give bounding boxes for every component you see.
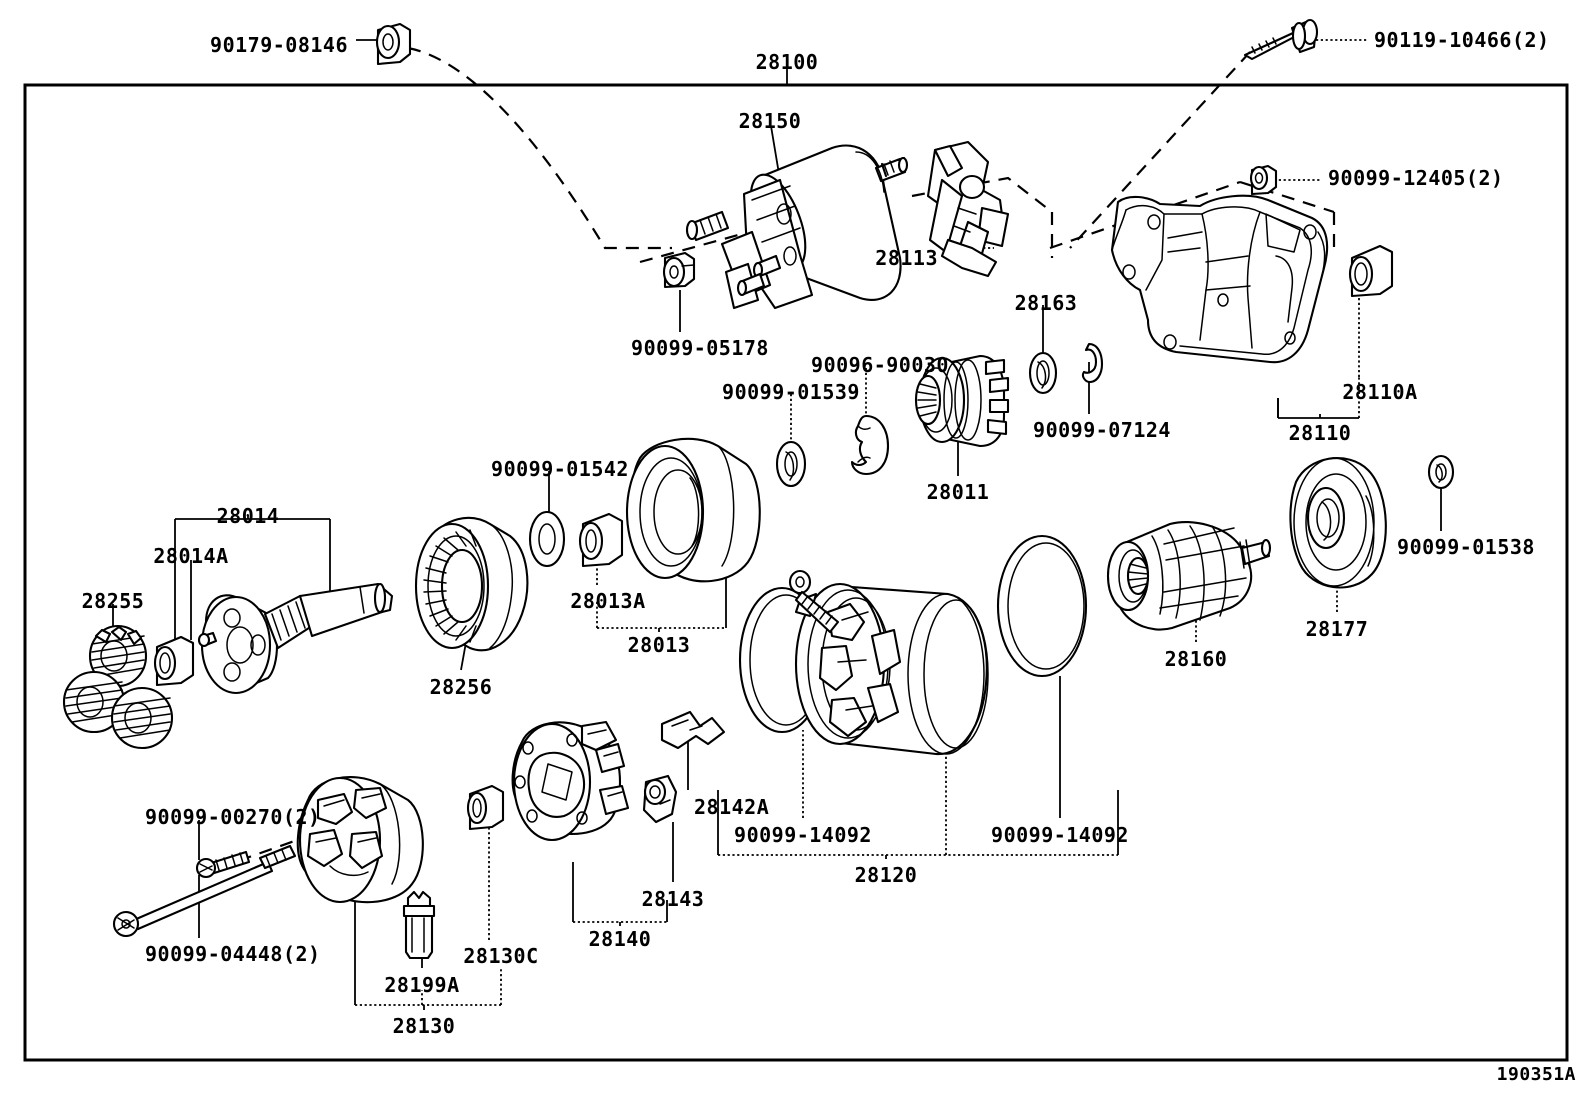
- part-28013A-bushing: [578, 512, 624, 568]
- label-28014A: 28014A: [153, 544, 229, 568]
- label-28256: 28256: [429, 675, 493, 699]
- part-90119-10466-bolt: [1243, 18, 1319, 61]
- part-28110A-bushing: [1348, 244, 1394, 298]
- part-28014A-bushing: [153, 635, 195, 687]
- label-28110: 28110: [1288, 421, 1352, 445]
- part-28177-end-cover: [1289, 457, 1387, 589]
- diagram-frame: [23, 83, 1569, 1062]
- label-28100: 28100: [755, 50, 819, 74]
- label-90099-12405: 90099-12405(2): [1328, 166, 1504, 190]
- label-90099-01539: 90099-01539: [722, 380, 860, 404]
- part-28150-magnetic-switch: [685, 144, 909, 310]
- label-28143: 28143: [641, 887, 705, 911]
- label-28130: 28130: [392, 1014, 456, 1038]
- part-90099-01542-washer: [528, 510, 566, 568]
- part-28120-field-frame: [788, 569, 989, 756]
- label-90119-10466: 90119-10466(2): [1374, 28, 1550, 52]
- label-90099-14092-right: 90099-14092: [991, 823, 1129, 847]
- label-28113: 28113: [875, 246, 938, 270]
- part-90099-00270-screw: [195, 850, 251, 879]
- part-28160-armature: [1106, 521, 1272, 631]
- label-28160: 28160: [1164, 647, 1228, 671]
- label-28013A: 28013A: [570, 589, 646, 613]
- part-90099-07124-snap-ring: [1081, 342, 1104, 384]
- part-28255-planetary-gears: [62, 624, 174, 750]
- label-28142A: 28142A: [694, 795, 770, 819]
- label-28140: 28140: [588, 927, 652, 951]
- part-28014-planetary-shaft: [197, 582, 394, 695]
- label-90099-05178: 90099-05178: [631, 336, 769, 360]
- label-28177: 28177: [1305, 617, 1369, 641]
- part-90099-12405-nut: [1249, 164, 1278, 196]
- label-90179-08146: 90179-08146: [210, 33, 348, 57]
- label-90099-04448: 90099-04448(2): [145, 942, 321, 966]
- label-90099-01538: 90099-01538: [1397, 535, 1535, 559]
- part-28140-brush-holder: [511, 720, 630, 842]
- diagram-id-code: 190351A: [1496, 1064, 1576, 1085]
- part-28142A-brush-spring: [660, 710, 726, 750]
- part-28130-end-frame: [296, 776, 424, 904]
- label-90099-14092-left: 90099-14092: [734, 823, 872, 847]
- part-28110-drive-housing: [1110, 194, 1329, 364]
- label-28014: 28014: [216, 504, 280, 528]
- part-28199A-terminal-insulator: [402, 890, 436, 960]
- part-28011-starter-clutch: [914, 354, 1010, 448]
- label-28163: 28163: [1014, 291, 1078, 315]
- part-28130C-bushing: [466, 784, 505, 831]
- label-90099-07124: 90099-07124: [1033, 418, 1171, 442]
- part-28013-gear-holder: [625, 437, 761, 583]
- part-90099-04448-through-bolt: [112, 844, 297, 938]
- part-90099-01539-washer: [775, 440, 807, 488]
- leader-lines: [112, 39, 1442, 1010]
- part-28163-washer: [1028, 351, 1058, 395]
- part-90099-05178-nut: [662, 251, 696, 289]
- part-90099-01538-washer: [1427, 454, 1455, 490]
- part-90096-90030-snap-ring: [850, 414, 890, 476]
- label-28255: 28255: [81, 589, 145, 613]
- label-28011: 28011: [926, 480, 990, 504]
- label-90096-90030: 90096-90030: [811, 353, 949, 377]
- part-28113-drive-lever: [926, 140, 1010, 278]
- part-28143-brush: [642, 774, 678, 824]
- label-28150: 28150: [738, 109, 802, 133]
- label-28120: 28120: [854, 863, 918, 887]
- part-28256-internal-gear: [414, 516, 529, 652]
- part-90099-14092-oring-right: [996, 534, 1088, 678]
- label-28013: 28013: [627, 633, 691, 657]
- label-28199A: 28199A: [384, 973, 460, 997]
- label-28130C: 28130C: [463, 944, 539, 968]
- label-90099-00270: 90099-00270(2): [145, 805, 321, 829]
- part-90179-08146-nut: [375, 22, 412, 66]
- label-28110A: 28110A: [1342, 380, 1418, 404]
- label-90099-01542: 90099-01542: [491, 457, 629, 481]
